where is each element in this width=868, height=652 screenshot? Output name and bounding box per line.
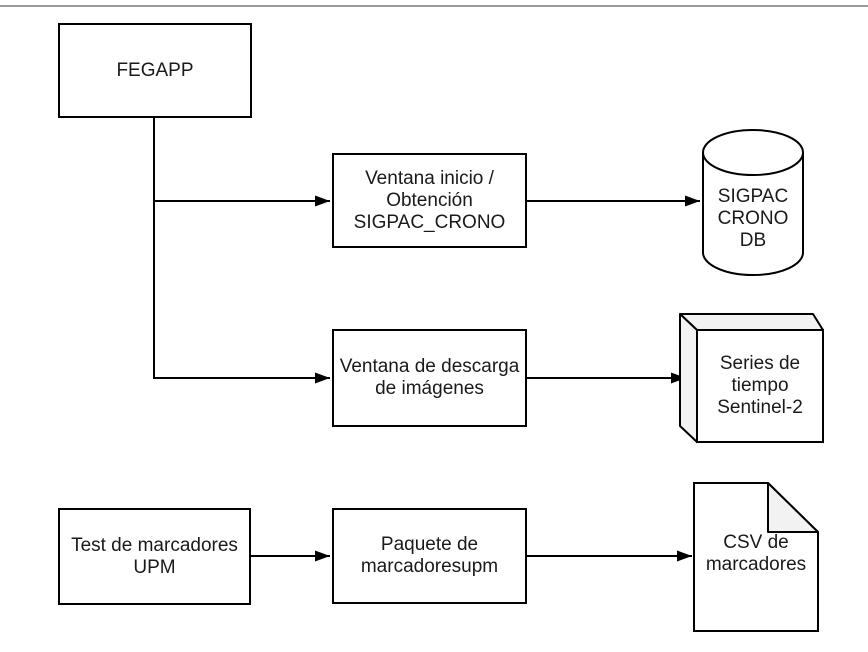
node-ventana-inicio[interactable]: Ventana inicio / Obtención SIGPAC_CRONO	[332, 153, 527, 248]
node-ventana-descarga[interactable]: Ventana de descarga de imágenes	[332, 329, 527, 427]
node-series-tiempo-label: Series de tiempo Sentinel-2	[717, 353, 803, 418]
node-test-marcadores[interactable]: Test de marcadores UPM	[58, 508, 251, 605]
node-paquete-label: Paquete de marcadoresupm	[360, 534, 499, 577]
node-sigpac-db-label: SIGPAC CRONO DB	[717, 186, 789, 251]
node-ventana-descarga-label: Ventana de descarga de imágenes	[339, 356, 520, 399]
top-divider	[0, 5, 868, 7]
node-paquete[interactable]: Paquete de marcadoresupm	[332, 508, 527, 604]
node-test-marcadores-label: Test de marcadores UPM	[71, 534, 238, 578]
node-ventana-inicio-label: Ventana inicio / Obtención SIGPAC_CRONO	[353, 167, 506, 233]
edge-fegapp-to-ventana-inicio	[153, 118, 330, 207]
node-series-tiempo-shape[interactable]	[679, 313, 824, 443]
edge-fegapp-to-ventana-descarga	[153, 201, 330, 384]
node-csv-shape[interactable]	[693, 482, 819, 632]
node-fegapp[interactable]: FEGAPP	[58, 23, 252, 118]
node-fegapp-label: FEGAPP	[116, 59, 194, 81]
node-csv-label: CSV de marcadores	[705, 532, 807, 575]
node-sigpac-db-shape[interactable]	[702, 129, 804, 276]
